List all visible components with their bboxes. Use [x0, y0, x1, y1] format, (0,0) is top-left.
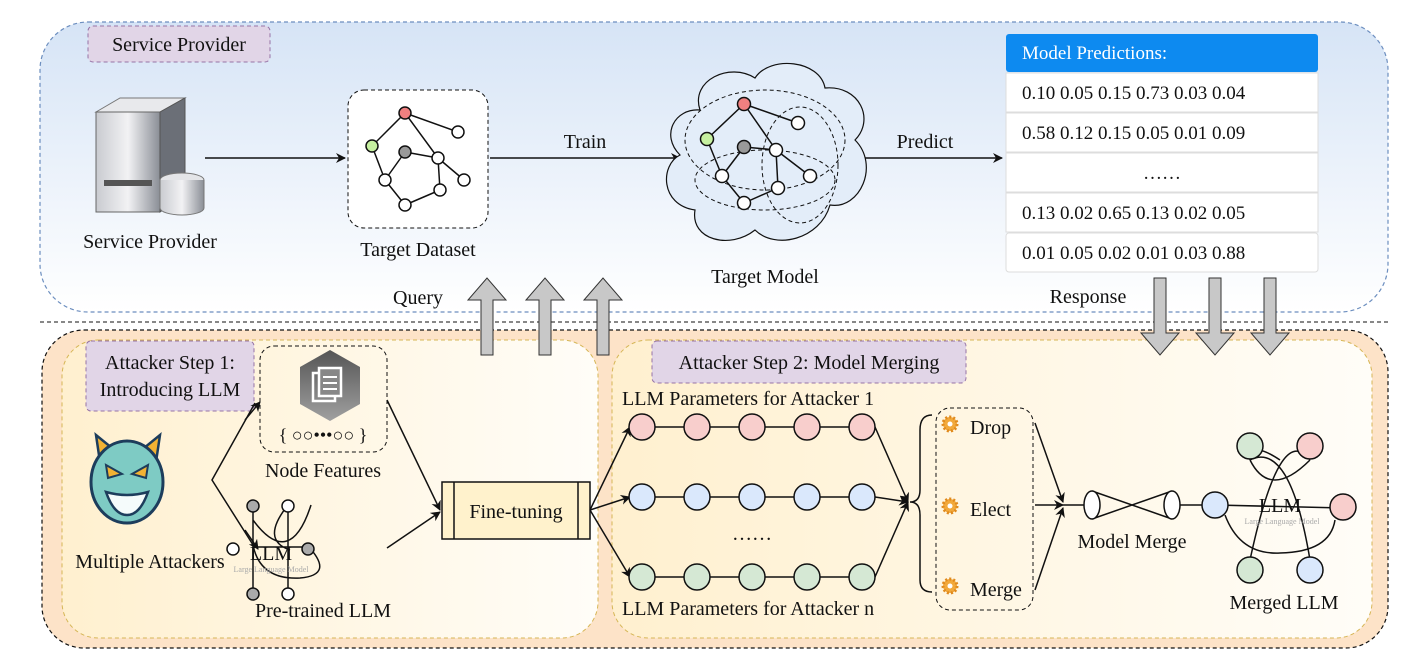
parameter-node: [738, 563, 766, 591]
merged-llm-label: Merged LLM: [1229, 592, 1338, 614]
server-icon: [94, 97, 205, 216]
step1-tag-line2: Introducing LLM: [100, 379, 241, 401]
response-label: Response: [1050, 286, 1127, 308]
prediction-row-ellipsis: ……: [1143, 163, 1181, 184]
prediction-row: 0.13 0.02 0.65 0.13 0.02 0.05: [1022, 203, 1245, 224]
merged-llm-icon: [1201, 432, 1357, 584]
pretrained-llm-icon: [226, 499, 321, 601]
response-arrows: [1139, 277, 1291, 356]
document-hex-icon: [300, 350, 360, 421]
dataset-label: Target Dataset: [360, 239, 476, 261]
features-label: Node Features: [265, 460, 381, 482]
params-last-label: LLM Parameters for Attacker n: [622, 598, 874, 620]
server-label: Service Provider: [83, 231, 217, 253]
parameter-node: [683, 413, 711, 441]
train-label: Train: [564, 131, 607, 153]
arrow-chain-to-brace: [874, 426, 909, 503]
parameter-node: [738, 483, 766, 511]
prediction-row: 0.01 0.05 0.02 0.01 0.03 0.88: [1022, 243, 1245, 264]
merge-ops-box: [935, 407, 1034, 611]
parameter-node: [683, 483, 711, 511]
gear-icon: [941, 497, 959, 515]
pretrained-label: Pre-trained LLM: [255, 600, 391, 622]
arrow-to-features: [244, 401, 261, 421]
features-braces: { ○○•••○○ }: [279, 425, 368, 445]
dataset-graph: [365, 106, 471, 212]
parameter-node: [793, 563, 821, 591]
arrow-drop-to-merge: [1034, 422, 1065, 503]
pretrained-llm-text: LLM: [250, 543, 292, 565]
prediction-row: 0.10 0.05 0.15 0.73 0.03 0.04: [1022, 83, 1246, 104]
model-graph: [684, 89, 846, 224]
parameter-node: [848, 563, 876, 591]
step1-panel: [61, 339, 599, 639]
parameter-node: [738, 413, 766, 441]
predictions-header: [1006, 34, 1318, 72]
target-model-cloud: [665, 62, 867, 241]
step1-tag-line1: Attacker Step 1:: [105, 352, 235, 374]
parameter-node: [628, 563, 656, 591]
parameter-node: [848, 483, 876, 511]
target-dataset-box: [347, 89, 489, 229]
arrow-chain-to-brace: [874, 501, 909, 578]
arrow-to-chain-2: [589, 495, 631, 511]
op-merge: Merge: [970, 579, 1022, 601]
arrow-merge-to-merge: [1034, 507, 1065, 591]
parameter-node: [683, 563, 711, 591]
finetune-box: [441, 481, 591, 540]
attackers-label: Multiple Attackers: [75, 551, 225, 573]
model-label: Target Model: [711, 266, 819, 288]
parameter-node: [628, 413, 656, 441]
finetune-label: Fine-tuning: [469, 501, 562, 523]
pretrained-llm-watermark: Large Language Model: [234, 565, 310, 574]
merge-brace: [909, 414, 933, 593]
service-tag-text: Service Provider: [112, 34, 246, 56]
params-ellipsis: ……: [732, 523, 772, 545]
parameter-node: [848, 413, 876, 441]
predictions-table: Model Predictions: 0.10 0.05 0.15 0.73 0…: [1005, 34, 1319, 273]
params-first-label: LLM Parameters for Attacker 1: [622, 388, 874, 410]
parameter-node: [628, 483, 656, 511]
model-merge-label: Model Merge: [1077, 531, 1186, 553]
arrow-features-to-finetune: [386, 399, 441, 511]
query-label: Query: [393, 287, 443, 309]
step2-tag-text: Attacker Step 2: Model Merging: [679, 352, 940, 374]
parameter-node: [793, 483, 821, 511]
step1-tag: [85, 340, 255, 412]
gear-icon: [941, 577, 959, 595]
arrow-to-llm: [244, 529, 259, 550]
predictions-header-text: Model Predictions:: [1022, 43, 1167, 64]
parameter-node: [793, 413, 821, 441]
query-arrows: [466, 277, 624, 356]
op-drop: Drop: [970, 417, 1011, 439]
predict-label: Predict: [897, 131, 954, 153]
step2-tag: [651, 340, 967, 384]
prediction-row: 0.58 0.12 0.15 0.05 0.01 0.09: [1022, 123, 1245, 144]
arrow-to-chain-1: [589, 426, 631, 511]
arrow-to-chain-n: [589, 509, 631, 578]
parameter-chains: [628, 413, 909, 591]
attacker-branch-lines: [211, 402, 256, 549]
arrow-llm-to-finetune: [386, 511, 441, 549]
model-merge-icon: [1063, 490, 1203, 520]
gear-icon: [941, 415, 959, 433]
op-elect: Elect: [970, 499, 1012, 521]
service-tag: [87, 25, 271, 63]
attacker-devil-icon: [89, 432, 165, 525]
merged-llm-text: LLM: [1259, 495, 1301, 517]
merged-llm-watermark: Large Language Model: [1245, 517, 1321, 526]
node-features-box: [259, 345, 388, 453]
